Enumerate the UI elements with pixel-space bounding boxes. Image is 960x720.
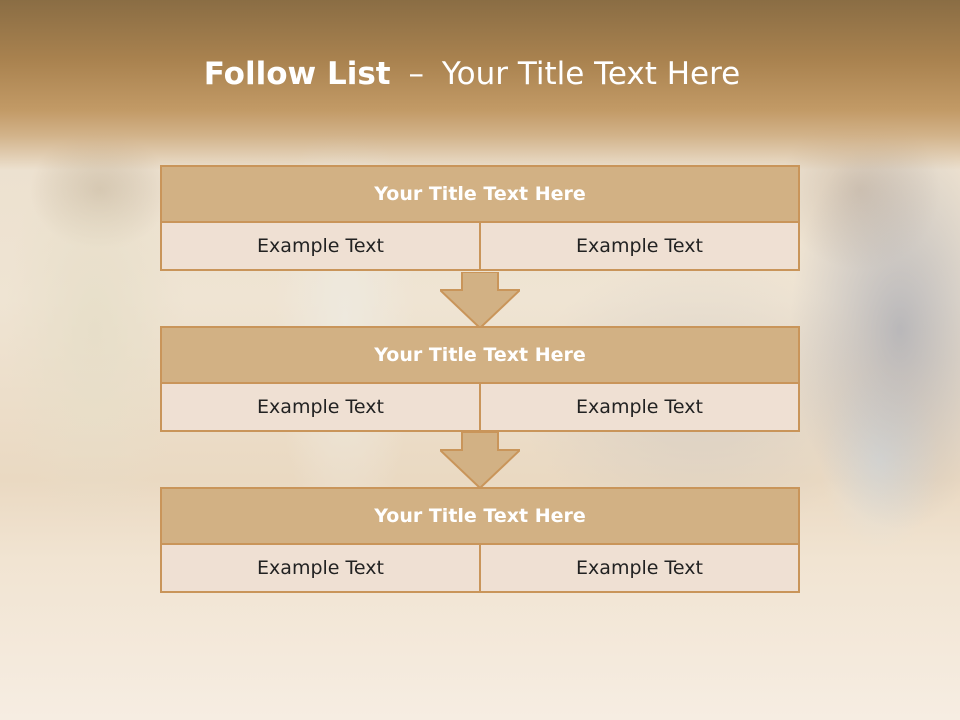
block-cell-right: Example Text	[576, 235, 703, 257]
block-cell-right: Example Text	[576, 396, 703, 418]
block-cell-left: Example Text	[162, 223, 481, 269]
block-cell-left: Example Text	[162, 384, 481, 430]
list-block-3: Your Title Text Here Example Text Exampl…	[160, 487, 800, 593]
block-cell-left: Example Text	[162, 545, 481, 591]
block-row: Example Text Example Text	[162, 223, 798, 269]
header-band	[0, 0, 960, 170]
slide-title: Follow List – Your Title Text Here	[0, 56, 944, 92]
title-dash: –	[408, 56, 424, 92]
block-cell-right: Example Text	[576, 557, 703, 579]
down-arrow-icon	[440, 272, 520, 328]
block-row: Example Text Example Text	[162, 545, 798, 591]
title-bold-part: Follow List	[203, 56, 391, 92]
block-row: Example Text Example Text	[162, 384, 798, 430]
list-block-1: Your Title Text Here Example Text Exampl…	[160, 165, 800, 271]
list-block-2: Your Title Text Here Example Text Exampl…	[160, 326, 800, 432]
down-arrow-icon	[440, 432, 520, 488]
title-rest-part: Your Title Text Here	[441, 56, 741, 92]
block-title: Your Title Text Here	[162, 489, 798, 545]
block-title: Your Title Text Here	[162, 328, 798, 384]
block-title: Your Title Text Here	[162, 167, 798, 223]
